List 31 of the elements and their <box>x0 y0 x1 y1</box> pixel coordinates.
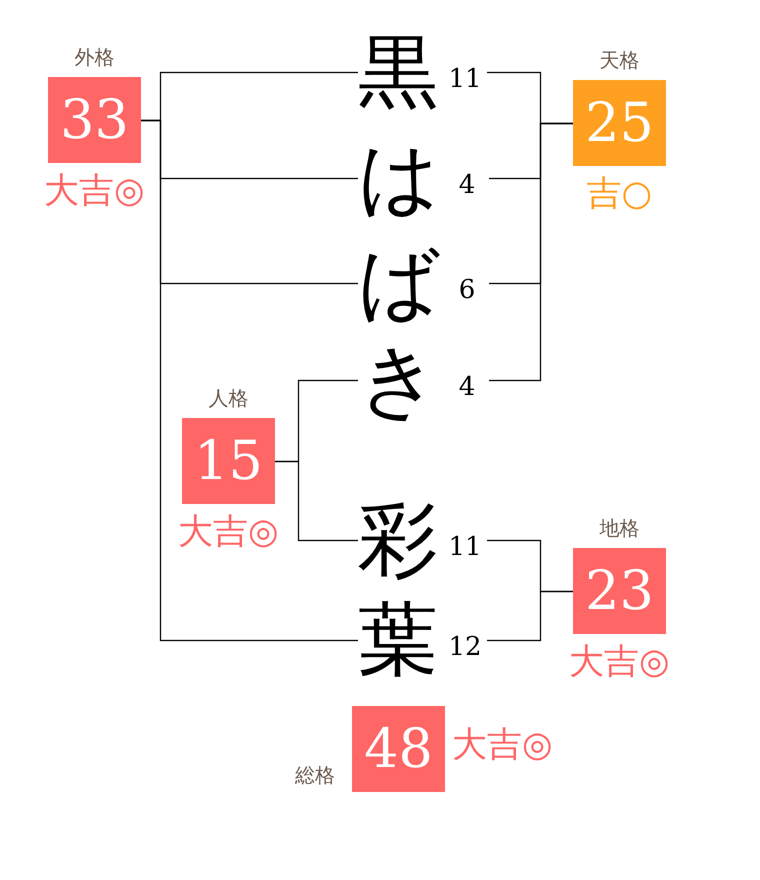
category-label: 人格 <box>208 385 248 411</box>
category-label: 地格 <box>600 515 640 541</box>
score-box: 25 <box>573 80 666 166</box>
stroke-count: 6 <box>458 275 476 305</box>
bracket-line <box>489 122 573 382</box>
category-label: 総格 <box>295 762 335 788</box>
fortune-label: 大吉◎ <box>569 642 670 682</box>
name-character: 彩 <box>358 498 438 582</box>
fortune-label: 大吉◎ <box>44 171 145 211</box>
stroke-count: 11 <box>448 64 482 94</box>
bracket-line <box>275 460 358 542</box>
name-character: は <box>358 136 440 220</box>
bracket-line <box>487 590 573 642</box>
stroke-count: 12 <box>448 632 482 662</box>
stroke-count: 11 <box>448 532 482 562</box>
category-label: 天格 <box>600 47 640 73</box>
stroke-count: 4 <box>458 170 476 200</box>
name-character: ば <box>358 241 440 325</box>
name-character: き <box>358 338 440 422</box>
fortune-label: 吉○ <box>586 174 652 214</box>
score-box: 33 <box>48 77 141 163</box>
name-character: 葉 <box>358 598 438 682</box>
bracket-line <box>141 120 358 642</box>
score-box: 23 <box>573 548 666 634</box>
score-box: 15 <box>182 418 275 504</box>
stroke-count: 4 <box>458 372 476 402</box>
fortune-label: 大吉◎ <box>452 725 553 765</box>
category-label: 外格 <box>74 44 114 70</box>
fortune-label: 大吉◎ <box>178 512 279 552</box>
score-box: 48 <box>352 706 445 792</box>
name-character: 黒 <box>358 30 438 114</box>
